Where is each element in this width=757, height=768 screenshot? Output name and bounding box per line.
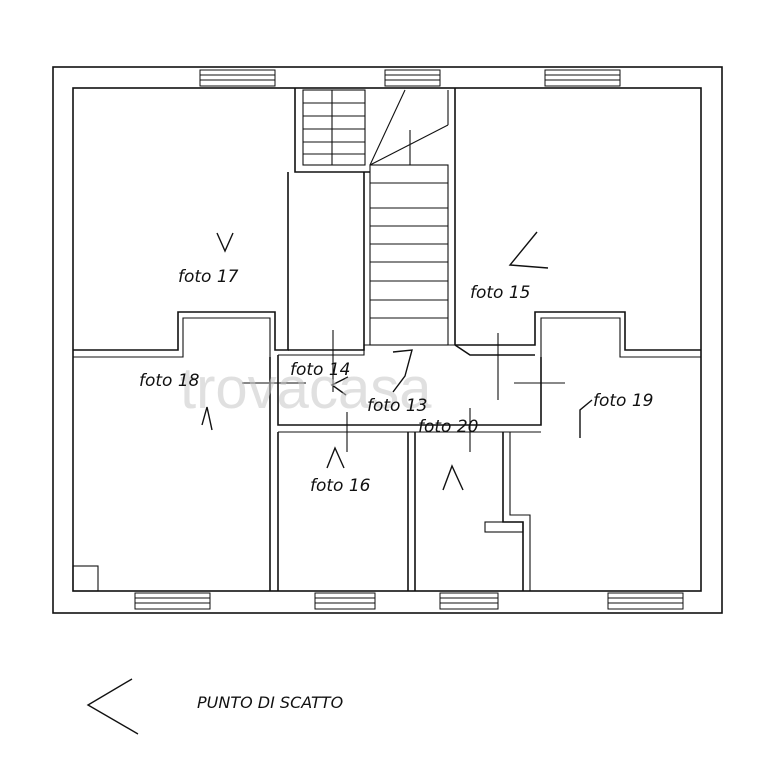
- room17-wall: [73, 172, 289, 351]
- room20-right-wall: [502, 432, 524, 591]
- room17-right-wall: [288, 172, 365, 351]
- window-top-left: [199, 69, 276, 87]
- label-foto17: foto 17: [178, 267, 239, 287]
- window-bottom-3: [439, 592, 499, 610]
- shot-arrow-20: [442, 464, 464, 491]
- outer-wall-outline: [52, 66, 723, 614]
- legend-label: PUNTO DI SCATTO: [197, 693, 343, 712]
- label-foto20: foto 20: [418, 417, 479, 437]
- label-foto14: foto 14: [290, 360, 351, 380]
- room18-top-wall: [73, 317, 271, 358]
- shot-arrow-14: [330, 376, 349, 396]
- inner-wall-outline: [72, 87, 702, 592]
- window-bottom-4: [607, 592, 684, 610]
- shot-arrow-17: [216, 232, 234, 253]
- legend-arrow-icon: [86, 678, 139, 735]
- label-foto16: foto 16: [310, 476, 371, 496]
- corridor-top-wall: [278, 344, 455, 356]
- watermark: trovacasa: [180, 356, 432, 421]
- corridor-outline: [277, 355, 542, 426]
- shot-arrow-18: [201, 406, 213, 431]
- label-foto15: foto 15: [470, 283, 531, 303]
- room19-top-wall: [540, 317, 701, 358]
- shot-arrow-19: [579, 399, 593, 438]
- room19-left-wall: [509, 432, 531, 591]
- label-foto18: foto 18: [139, 371, 200, 391]
- label-foto13: foto 13: [367, 396, 428, 416]
- shaft-box: [72, 565, 99, 592]
- window-bottom-1: [134, 592, 211, 610]
- shot-arrow-16: [326, 446, 345, 469]
- room15-bottom-wall: [455, 311, 701, 351]
- shot-arrow-15: [508, 231, 549, 269]
- staircase: [294, 88, 535, 356]
- niche: [484, 521, 524, 533]
- window-top-right: [544, 69, 621, 87]
- window-bottom-2: [314, 592, 376, 610]
- door-marks: [242, 330, 565, 452]
- shot-arrow-13: [392, 349, 413, 393]
- window-top-center: [384, 69, 441, 87]
- label-foto19: foto 19: [593, 391, 654, 411]
